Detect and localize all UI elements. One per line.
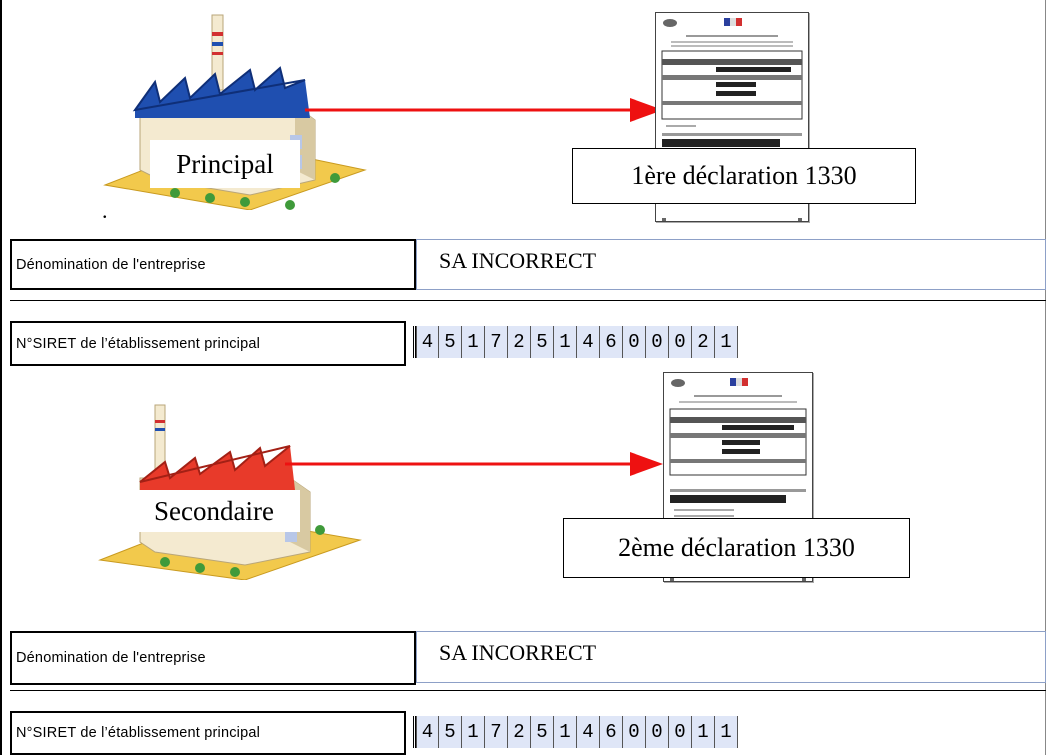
arrow-icon (285, 452, 663, 476)
left-border (0, 0, 2, 755)
siret-digit-cell[interactable]: 1 (554, 716, 577, 748)
siret-digit-cell[interactable]: 2 (508, 326, 531, 358)
arrow-icon (305, 98, 663, 122)
siret-digit-cell[interactable]: 0 (646, 716, 669, 748)
form1-name-value[interactable]: SA INCORRECT (416, 239, 1046, 290)
siret-digit-cell[interactable]: 4 (416, 716, 439, 748)
siret-digit-cell[interactable]: 5 (439, 716, 462, 748)
siret-digit-cell[interactable]: 7 (485, 716, 508, 748)
siret-digit-cell[interactable]: 5 (531, 326, 554, 358)
siret-digit-cell[interactable]: 0 (669, 716, 692, 748)
dot-mark: . (102, 198, 108, 223)
siret-digit-cell[interactable]: 0 (623, 326, 646, 358)
siret-digit-cell[interactable]: 0 (646, 326, 669, 358)
siret-digit-cell[interactable]: 4 (416, 326, 439, 358)
first-declaration-label: 1ère déclaration 1330 (572, 148, 916, 204)
siret-digit-cell[interactable]: 2 (508, 716, 531, 748)
second-declaration-label: 2ème déclaration 1330 (563, 518, 910, 578)
siret-digit-cell[interactable]: 5 (531, 716, 554, 748)
siret-digit-cell[interactable]: 0 (669, 326, 692, 358)
siret-digit-cell[interactable]: 0 (623, 716, 646, 748)
siret-digit-cell[interactable]: 1 (462, 716, 485, 748)
form1-name-label: Dénomination de l'entreprise (10, 239, 416, 290)
siret-digit-cell[interactable]: 4 (577, 326, 600, 358)
siret-digit-cell[interactable]: 7 (485, 326, 508, 358)
form2-siret-label: N°SIRET de l’établissement principal (10, 711, 406, 755)
form2-name-value[interactable]: SA INCORRECT (416, 631, 1046, 683)
siret-digit-cell[interactable]: 1 (715, 326, 738, 358)
siret-digit-cell[interactable]: 6 (600, 716, 623, 748)
siret-digit-cell[interactable]: 5 (439, 326, 462, 358)
form1-siret-label: N°SIRET de l’établissement principal (10, 321, 406, 366)
siret-digit-cell[interactable]: 1 (554, 326, 577, 358)
siret-digit-cell[interactable]: 2 (692, 326, 715, 358)
siret-digit-cell[interactable]: 1 (715, 716, 738, 748)
form2-name-label: Dénomination de l'entreprise (10, 631, 416, 685)
siret-digit-cell[interactable]: 6 (600, 326, 623, 358)
siret-digit-cell[interactable]: 4 (577, 716, 600, 748)
siret-digit-cell[interactable]: 1 (692, 716, 715, 748)
secondary-label: Secondaire (128, 490, 300, 532)
form1-separator (10, 300, 1046, 301)
form2-separator (10, 690, 1046, 691)
siret-digit-cell[interactable]: 1 (462, 326, 485, 358)
principal-label: Principal (150, 140, 300, 188)
